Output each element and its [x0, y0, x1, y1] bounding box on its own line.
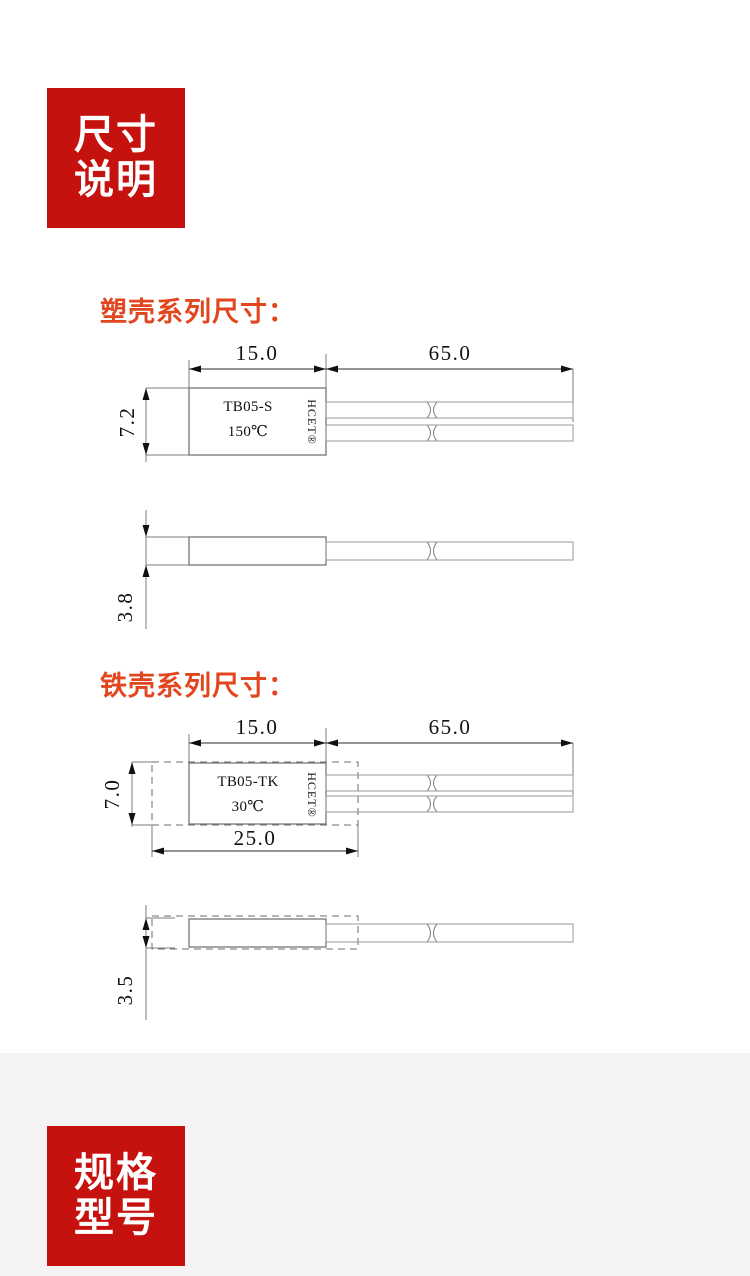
device-brand-label: HCET®	[305, 772, 319, 817]
heading-plastic-series: 塑壳系列尺寸：	[100, 297, 296, 328]
device-body-side	[188, 918, 327, 948]
dim-label-body-length: 15.0	[236, 715, 279, 739]
break-symbol-lower	[426, 795, 438, 813]
device-brand-label: HCET®	[305, 399, 319, 444]
device-temperature-label: 150℃	[228, 424, 268, 440]
lead-wire-side	[325, 923, 574, 943]
dim-label-overall-length: 25.0	[234, 826, 277, 850]
break-symbol-upper	[426, 774, 438, 792]
dim-label-height: 7.2	[115, 407, 139, 438]
drawing-iron-top-view: 15.0 65.0 7.0 TB05-TK	[0, 705, 750, 875]
dim-arrow-left	[189, 739, 201, 747]
dim-label-thickness: 3.8	[113, 592, 137, 623]
dim-arrow-thickness-top	[142, 918, 150, 930]
dim-arrow-height-bottom	[142, 443, 150, 455]
device-temperature-label: 30℃	[232, 799, 265, 815]
device-model-label: TB05-TK	[217, 774, 278, 790]
drawing-iron-side-view: 3.5	[0, 890, 750, 1040]
dim-arrow-left	[189, 365, 201, 373]
dim-arrow-thickness-bottom	[142, 936, 150, 948]
lead-wire-upper	[325, 401, 574, 419]
lead-wire-upper	[325, 774, 574, 792]
lead-wire-lower	[325, 795, 574, 813]
lead-wire-lower	[325, 424, 574, 442]
outer-casing-dashed	[151, 761, 359, 826]
device-body	[188, 762, 327, 825]
break-symbol-lower	[426, 424, 438, 442]
dim-arrow-lead-right	[561, 739, 573, 747]
dim-label-height: 7.0	[100, 779, 124, 810]
drawing-plastic-side-view: 3.8	[0, 495, 750, 645]
device-body-side	[188, 536, 327, 566]
dim-arrow-lead-left	[326, 739, 338, 747]
break-symbol-upper	[426, 401, 438, 419]
dim-arrow-height-top	[142, 388, 150, 400]
section-badge-dimensions: 尺寸 说明	[47, 88, 185, 228]
dim-arrow-height-top	[128, 762, 136, 774]
dim-arrow-lead-left	[326, 365, 338, 373]
dim-label-lead-length: 65.0	[429, 715, 472, 739]
dim-arrow-overall-left	[152, 847, 164, 855]
outer-casing-dashed-side	[151, 915, 359, 950]
badge-specs-line1: 规格	[74, 1150, 158, 1197]
drawing-plastic-top-view: 15.0 65.0 7.2 TB05-S 150℃ HCET®	[0, 330, 750, 480]
dim-arrow-thickness-top	[142, 525, 150, 537]
dim-arrow-thickness-bottom	[142, 565, 150, 577]
device-body	[188, 387, 327, 456]
dim-arrow-right	[314, 739, 326, 747]
lead-wire-side	[325, 541, 574, 561]
dim-arrow-height-bottom	[128, 813, 136, 825]
device-model-label: TB05-S	[223, 399, 272, 415]
dim-label-body-length: 15.0	[236, 341, 279, 365]
dim-arrow-right	[314, 365, 326, 373]
dim-arrow-overall-right	[346, 847, 358, 855]
badge-specs-line2: 型号	[74, 1195, 158, 1241]
badge-dimensions-line1: 尺寸	[74, 112, 158, 159]
dim-arrow-lead-right	[561, 365, 573, 373]
heading-iron-series: 铁壳系列尺寸：	[100, 671, 296, 702]
badge-dimensions-line2: 说明	[74, 157, 158, 203]
break-symbol-side	[426, 541, 438, 561]
section-badge-specs: 规格 型号	[47, 1126, 185, 1266]
dim-label-lead-length: 65.0	[429, 341, 472, 365]
break-symbol-side	[426, 923, 438, 943]
dim-label-thickness: 3.5	[113, 975, 137, 1006]
